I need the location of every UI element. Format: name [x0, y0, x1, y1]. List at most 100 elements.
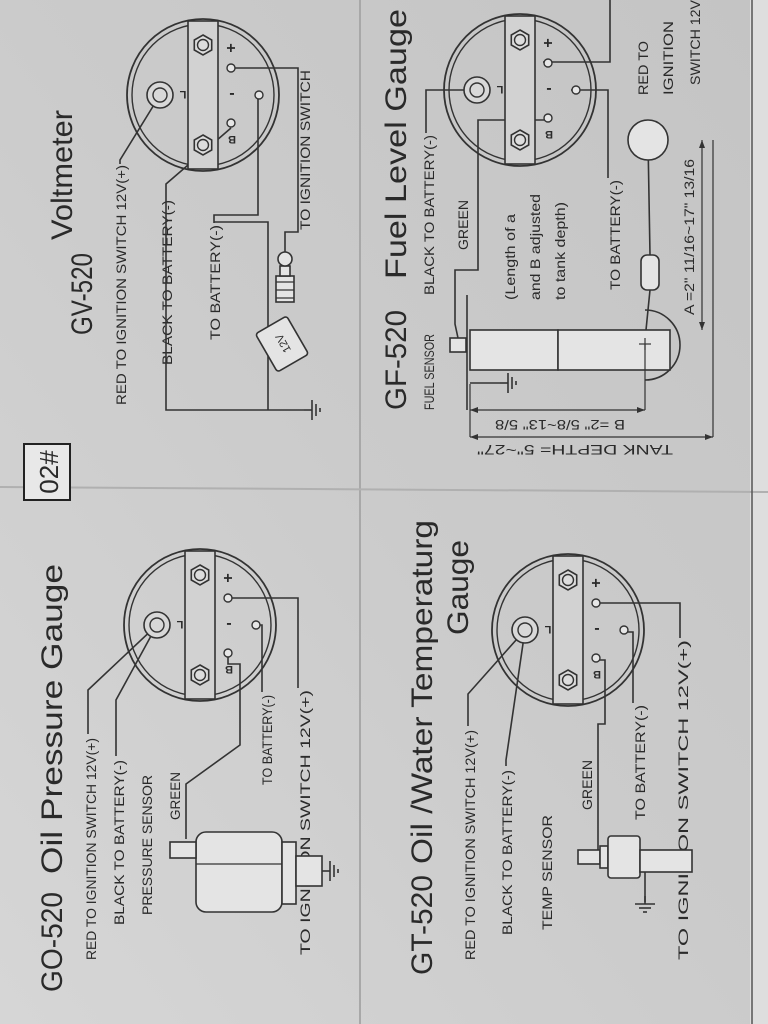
go520-gauge: + - B L	[123, 548, 277, 702]
terminal-minus	[571, 85, 581, 95]
terminal-label-b: B	[545, 128, 553, 140]
gt520-red-wire	[467, 629, 526, 726]
gt520-gauge: +-BL	[491, 553, 645, 707]
gf520-battery-wire	[571, 89, 609, 178]
gv520-battery-label: TO BATTERY(-)	[207, 225, 223, 340]
terminal-label-minus: -	[226, 616, 231, 633]
gauge-outer-ring	[443, 13, 597, 167]
gf520-title: Fuel Level Gauge	[380, 9, 413, 279]
temp-sensor	[577, 835, 693, 902]
lamp-socket-icon	[146, 81, 174, 109]
gf520-sensor-label: FUEL SENSOR	[421, 334, 437, 410]
terminal-b	[226, 118, 236, 128]
nut-hole	[193, 568, 207, 582]
gt520-red-label: RED TO IGNITION SWITCH 12V(+)	[462, 730, 478, 960]
terminal-minus	[619, 625, 629, 635]
gt520-green-wire	[597, 659, 606, 852]
terminal-label-plus: +	[588, 578, 605, 587]
gt520-battery-label: TO BATTERY(-)	[632, 705, 648, 820]
dimension-lines	[469, 140, 714, 440]
section-gt520: GT-520 Oil /Water Temperaturg Gauge RED …	[406, 520, 693, 975]
terminal-label-minus: -	[229, 86, 234, 103]
mounting-nut-icon	[558, 669, 578, 691]
nut-hole	[561, 573, 575, 587]
gf520-note-line1: (Length of a	[502, 214, 518, 300]
gauge-outer-ring	[123, 548, 277, 702]
gt520-title-line1: Oil /Water Temperaturg	[406, 520, 439, 864]
nut-hole	[561, 673, 575, 687]
ignition-key-switch-icon	[275, 251, 295, 303]
mounting-nut-icon	[193, 134, 213, 156]
fuel-sensor	[449, 119, 681, 410]
nut-hole	[196, 38, 210, 52]
gv520-model: GV-520	[66, 253, 99, 335]
terminal-minus	[254, 90, 264, 100]
terminal-label-b: B	[225, 663, 233, 675]
gf520-black-label: BLACK TO BATTERY(-)	[421, 135, 437, 295]
gv520-title: Voltmeter	[46, 110, 79, 240]
terminal-label-plus: +	[223, 43, 240, 52]
page-number-badge: 02#	[23, 443, 71, 501]
gf520-black-wire	[425, 89, 477, 133]
gf520-dim-a: A =2" 11/16~17" 13/16	[681, 159, 697, 315]
gt520-black-wire	[505, 629, 526, 766]
terminal-b	[591, 653, 601, 663]
terminal-b	[223, 648, 233, 658]
go520-sensor-label: PRESSURE SENSOR	[139, 775, 155, 915]
gf520-note-line2: and B adjusted	[527, 194, 543, 300]
go520-black-wire	[115, 624, 158, 756]
mounting-nut-icon	[558, 569, 578, 591]
nut-hole	[193, 668, 207, 682]
gt520-sensor-label: TEMP SENSOR	[539, 815, 555, 930]
relay-12v: 12V	[255, 316, 309, 372]
terminal-plus	[591, 598, 601, 608]
go520-green-wire	[185, 656, 241, 839]
go520-model: GO-520	[36, 892, 69, 992]
ground-symbol-icon	[304, 400, 321, 420]
gf520-note-line3: to tank depth)	[552, 202, 568, 300]
fold-line-vertical	[0, 486, 768, 493]
gt520-black-label: BLACK TO BATTERY(-)	[499, 770, 515, 935]
mounting-nut-icon	[510, 129, 530, 151]
mounting-nut-icon	[193, 34, 213, 56]
go520-green-label: GREEN	[167, 772, 183, 820]
terminal-plus	[543, 58, 553, 68]
gf520-dim-b: B =2" 5/8~13" 5/8	[495, 417, 625, 433]
gv520-black-label: BLACK TO BATTERY(-)	[159, 200, 175, 365]
gt520-green-label: GREEN	[579, 760, 595, 810]
gv520-battery-wire	[213, 95, 259, 223]
gf520-red-line3: SWITCH 12V	[687, 0, 703, 85]
gv520-red-wire	[119, 94, 161, 164]
mounting-bracket	[187, 20, 219, 170]
terminal-label-plus: +	[540, 38, 557, 47]
nut-hole	[196, 138, 210, 152]
lamp-socket-inner	[469, 82, 485, 98]
lamp-socket-icon	[143, 611, 171, 639]
mounting-bracket	[552, 555, 584, 705]
gauge-outer-ring	[126, 18, 280, 172]
terminal-label-l: L	[544, 623, 551, 635]
gf520-tank-depth: TANK DEPTH= 5"~27"	[477, 442, 673, 458]
gt520-model: GT-520	[406, 875, 439, 975]
lamp-socket-inner	[517, 622, 533, 638]
terminal-label-plus: +	[220, 573, 237, 582]
mounting-bracket	[184, 550, 216, 700]
gv520-relay-wire	[214, 221, 269, 410]
gt520-ignition-wire	[596, 602, 681, 638]
gf520-green-label: GREEN	[455, 200, 471, 250]
lamp-socket-inner	[149, 617, 165, 633]
terminal-plus	[226, 63, 236, 73]
gv520-red-label: RED TO IGNITION SWITCH 12V(+)	[113, 165, 129, 405]
go520-title: Oil Pressure Gauge	[36, 564, 69, 874]
paper-edge	[750, 0, 768, 1024]
gv520-gauge: +-BL	[126, 18, 280, 172]
terminal-label-l: L	[176, 618, 183, 630]
gf520-ignition-wire	[543, 0, 611, 63]
go520-red-label: RED TO IGNITION SWITCH 12V(+)	[83, 738, 99, 960]
section-gf520: GF-520 Fuel Level Gauge FUEL SENSOR BLAC…	[380, 0, 714, 458]
mounting-nut-icon	[190, 664, 210, 686]
lamp-socket-icon	[511, 616, 539, 644]
go520-battery-label: TO BATTERY(-)	[259, 695, 275, 785]
go520-ignition-wire	[228, 597, 299, 688]
